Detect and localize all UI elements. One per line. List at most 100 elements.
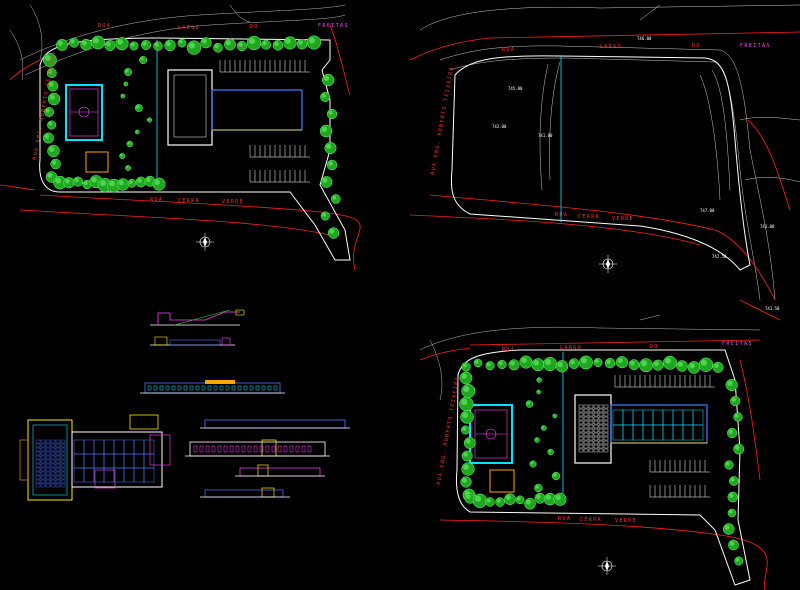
tree-icon bbox=[177, 38, 187, 48]
tree-icon bbox=[639, 358, 653, 373]
street-label: VERDE bbox=[612, 216, 634, 222]
tree-icon bbox=[734, 556, 744, 566]
tree-icon bbox=[82, 179, 92, 190]
sports-court bbox=[469, 404, 513, 464]
tree-icon bbox=[213, 42, 223, 53]
tree-icon bbox=[461, 425, 470, 435]
tree-icon bbox=[124, 68, 132, 76]
tree-icon bbox=[73, 176, 83, 187]
street-label: LARGO bbox=[560, 345, 582, 351]
tree-icon bbox=[725, 378, 738, 392]
svg-text:741.50: 741.50 bbox=[765, 306, 780, 311]
tree-icon bbox=[306, 35, 322, 50]
tree-icon bbox=[551, 471, 561, 481]
tree-icon bbox=[727, 427, 738, 439]
street-label: VERDE bbox=[222, 199, 244, 205]
tree-icon bbox=[464, 492, 476, 504]
tree-icon bbox=[652, 359, 664, 371]
tree-icon bbox=[125, 165, 131, 171]
tree-icon bbox=[508, 359, 520, 371]
tree-icon bbox=[460, 410, 474, 424]
topography-contours bbox=[419, 4, 800, 301]
tree-icon bbox=[283, 36, 297, 50]
site-plan-proposed: RUA LARGO DO FREITAS RUA CERRA VERDE RUA… bbox=[419, 314, 768, 590]
tree-icon bbox=[134, 104, 143, 112]
tree-icon bbox=[104, 40, 116, 52]
tree-icon bbox=[497, 359, 507, 369]
playground bbox=[489, 469, 515, 493]
rooms bbox=[612, 409, 704, 441]
tree-icon bbox=[123, 81, 129, 87]
tree-icon bbox=[56, 39, 68, 51]
tree-icon bbox=[524, 497, 536, 510]
tree-icon bbox=[687, 361, 701, 374]
property-boundary bbox=[455, 349, 751, 586]
tree-icon bbox=[547, 448, 554, 456]
tree-icon bbox=[727, 491, 739, 503]
tree-icon bbox=[152, 177, 166, 191]
tree-icon bbox=[461, 450, 473, 462]
road-curbs bbox=[0, 24, 361, 271]
tree-icon bbox=[272, 40, 284, 51]
tree-icon bbox=[724, 460, 734, 470]
tree-icon bbox=[519, 355, 533, 369]
tree-icon bbox=[495, 497, 505, 507]
tree-icon bbox=[224, 38, 236, 51]
tree-icon bbox=[44, 107, 55, 117]
tree-icon bbox=[116, 178, 130, 191]
tree-icon bbox=[134, 129, 140, 135]
tree-icon bbox=[53, 175, 67, 190]
tree-icon bbox=[200, 37, 212, 49]
tree-icon bbox=[604, 357, 616, 369]
tree-icon bbox=[135, 176, 147, 188]
street-label: RUA bbox=[502, 47, 515, 53]
auditorium-seats bbox=[578, 404, 609, 453]
tree-icon bbox=[485, 361, 495, 371]
tree-icon bbox=[127, 179, 137, 188]
tree-icon bbox=[246, 35, 262, 51]
tree-icon bbox=[119, 153, 126, 159]
parking-lot bbox=[219, 60, 310, 183]
svg-text:742.50: 742.50 bbox=[712, 254, 727, 259]
tree-icon bbox=[728, 539, 739, 551]
svg-text:746.00: 746.00 bbox=[637, 36, 652, 41]
tree-icon bbox=[47, 80, 59, 92]
street-label: CERRA bbox=[580, 517, 602, 523]
tree-icon bbox=[733, 412, 743, 422]
street-label: FREITAS bbox=[722, 341, 753, 347]
tree-icon bbox=[531, 358, 545, 372]
tree-icon bbox=[47, 120, 57, 130]
street-label: CERRA bbox=[178, 198, 200, 204]
tree-icon bbox=[327, 227, 340, 239]
tree-icon bbox=[47, 92, 61, 106]
tree-icon bbox=[663, 355, 677, 370]
tree-icon bbox=[534, 437, 540, 443]
tree-icon bbox=[320, 176, 333, 188]
tree-icon bbox=[69, 37, 79, 48]
tree-icon bbox=[543, 492, 557, 506]
tree-icon bbox=[330, 194, 341, 204]
tree-icon bbox=[461, 384, 476, 398]
street-label: FREITAS bbox=[318, 23, 349, 29]
tree-icon bbox=[126, 140, 134, 148]
tree-icon bbox=[463, 437, 476, 449]
elevation-drawing bbox=[140, 380, 285, 394]
parking-lot bbox=[614, 375, 715, 498]
sections-and-floor-plans bbox=[19, 309, 350, 501]
tree-icon bbox=[42, 132, 54, 144]
svg-text:742.00: 742.00 bbox=[492, 124, 507, 129]
street-label: RUA bbox=[98, 23, 111, 29]
road-curbs bbox=[419, 339, 768, 590]
tree-icon bbox=[50, 158, 61, 170]
classroom-plan bbox=[71, 431, 163, 488]
tree-icon bbox=[43, 53, 57, 67]
tree-icon bbox=[473, 358, 483, 368]
tree-icon bbox=[485, 497, 495, 507]
street-label: RUA bbox=[555, 212, 568, 218]
sports-court bbox=[65, 84, 103, 141]
tree-icon bbox=[568, 358, 580, 369]
section-drawing bbox=[150, 309, 245, 346]
tree-icon bbox=[555, 360, 569, 373]
tree-icon bbox=[139, 56, 148, 64]
street-label: RUA bbox=[502, 347, 515, 353]
